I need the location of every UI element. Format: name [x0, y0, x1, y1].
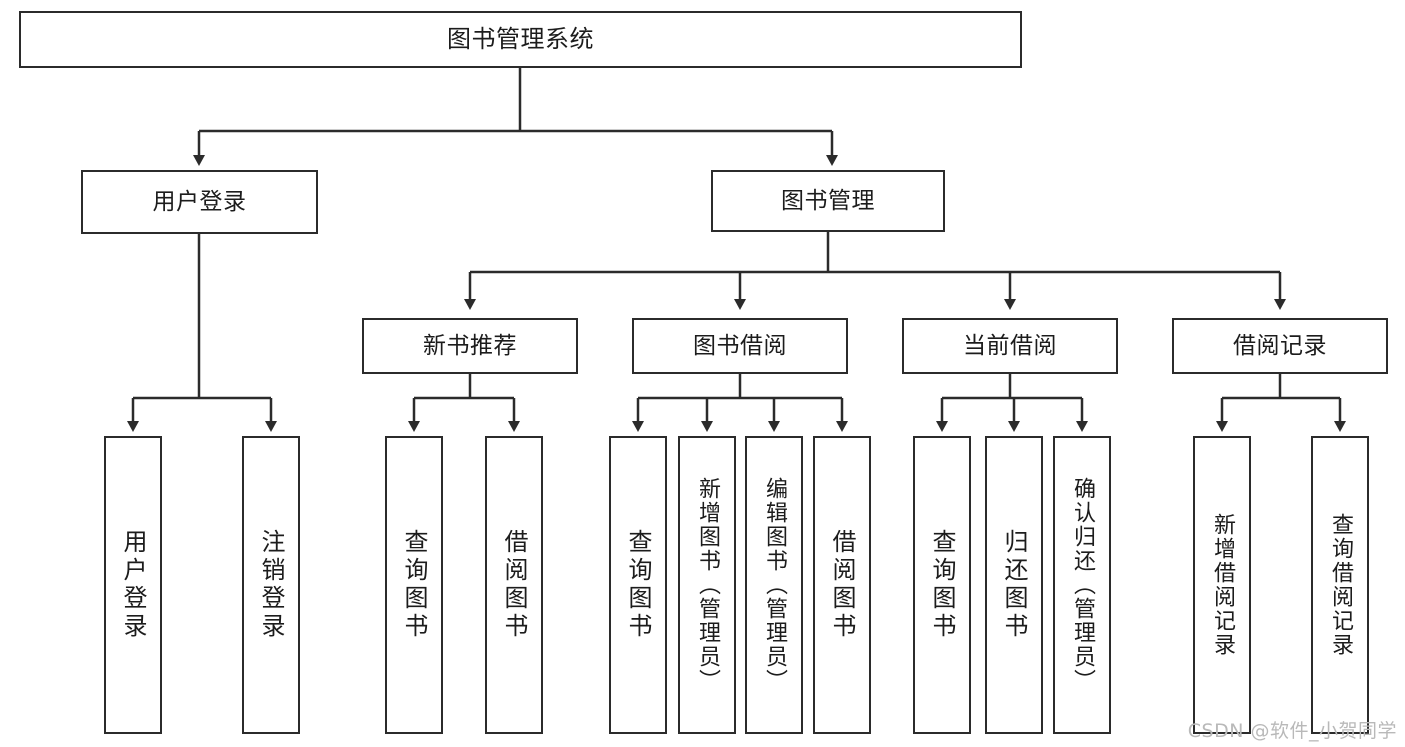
node-user-login[interactable]: 用户登录	[81, 170, 318, 234]
node-label: 查询借阅记录	[1328, 513, 1353, 657]
node-new-book-recommend[interactable]: 新书推荐	[362, 318, 578, 374]
node-leaf-edit-book-admin[interactable]: 编辑图书（管理员）	[745, 436, 803, 734]
node-leaf-logout[interactable]: 注销登录	[242, 436, 300, 734]
node-leaf-query-borrow-record[interactable]: 查询借阅记录	[1311, 436, 1369, 734]
node-leaf-query-book-current[interactable]: 查询图书	[913, 436, 971, 734]
node-label: 用户登录	[152, 188, 247, 215]
node-label: 编辑图书（管理员）	[762, 477, 787, 693]
node-leaf-add-borrow-record[interactable]: 新增借阅记录	[1193, 436, 1251, 734]
node-leaf-borrow-book-recommend[interactable]: 借阅图书	[485, 436, 543, 734]
node-label: 用户登录	[119, 529, 147, 641]
node-label: 查询图书	[624, 529, 652, 641]
node-leaf-return-book[interactable]: 归还图书	[985, 436, 1043, 734]
node-label: 当前借阅	[963, 332, 1057, 359]
node-label: 查询图书	[928, 529, 956, 641]
node-book-borrow[interactable]: 图书借阅	[632, 318, 848, 374]
node-root-system[interactable]: 图书管理系统	[19, 11, 1022, 68]
node-label: 借阅图书	[828, 529, 856, 641]
node-leaf-user-login[interactable]: 用户登录	[104, 436, 162, 734]
node-leaf-borrow-book[interactable]: 借阅图书	[813, 436, 871, 734]
node-label: 新书推荐	[423, 332, 517, 359]
node-label: 图书管理	[781, 187, 875, 214]
node-label: 新增借阅记录	[1210, 513, 1235, 657]
node-label: 归还图书	[1000, 529, 1028, 641]
node-leaf-query-book-recommend[interactable]: 查询图书	[385, 436, 443, 734]
node-label: 新增图书（管理员）	[695, 477, 720, 693]
node-label: 图书管理系统	[447, 24, 594, 53]
watermark-text: CSDN @软件_小贺同学	[1187, 720, 1397, 742]
node-label: 借阅图书	[500, 529, 528, 641]
node-label: 确认归还（管理员）	[1070, 477, 1095, 693]
node-label: 查询图书	[400, 529, 428, 641]
node-label: 借阅记录	[1233, 332, 1327, 359]
node-leaf-confirm-return-admin[interactable]: 确认归还（管理员）	[1053, 436, 1111, 734]
node-book-management[interactable]: 图书管理	[711, 170, 945, 232]
node-leaf-add-book-admin[interactable]: 新增图书（管理员）	[678, 436, 736, 734]
node-borrow-record[interactable]: 借阅记录	[1172, 318, 1388, 374]
node-leaf-query-book-borrow[interactable]: 查询图书	[609, 436, 667, 734]
node-label: 图书借阅	[693, 332, 787, 359]
node-label: 注销登录	[257, 529, 285, 641]
node-current-borrow[interactable]: 当前借阅	[902, 318, 1118, 374]
